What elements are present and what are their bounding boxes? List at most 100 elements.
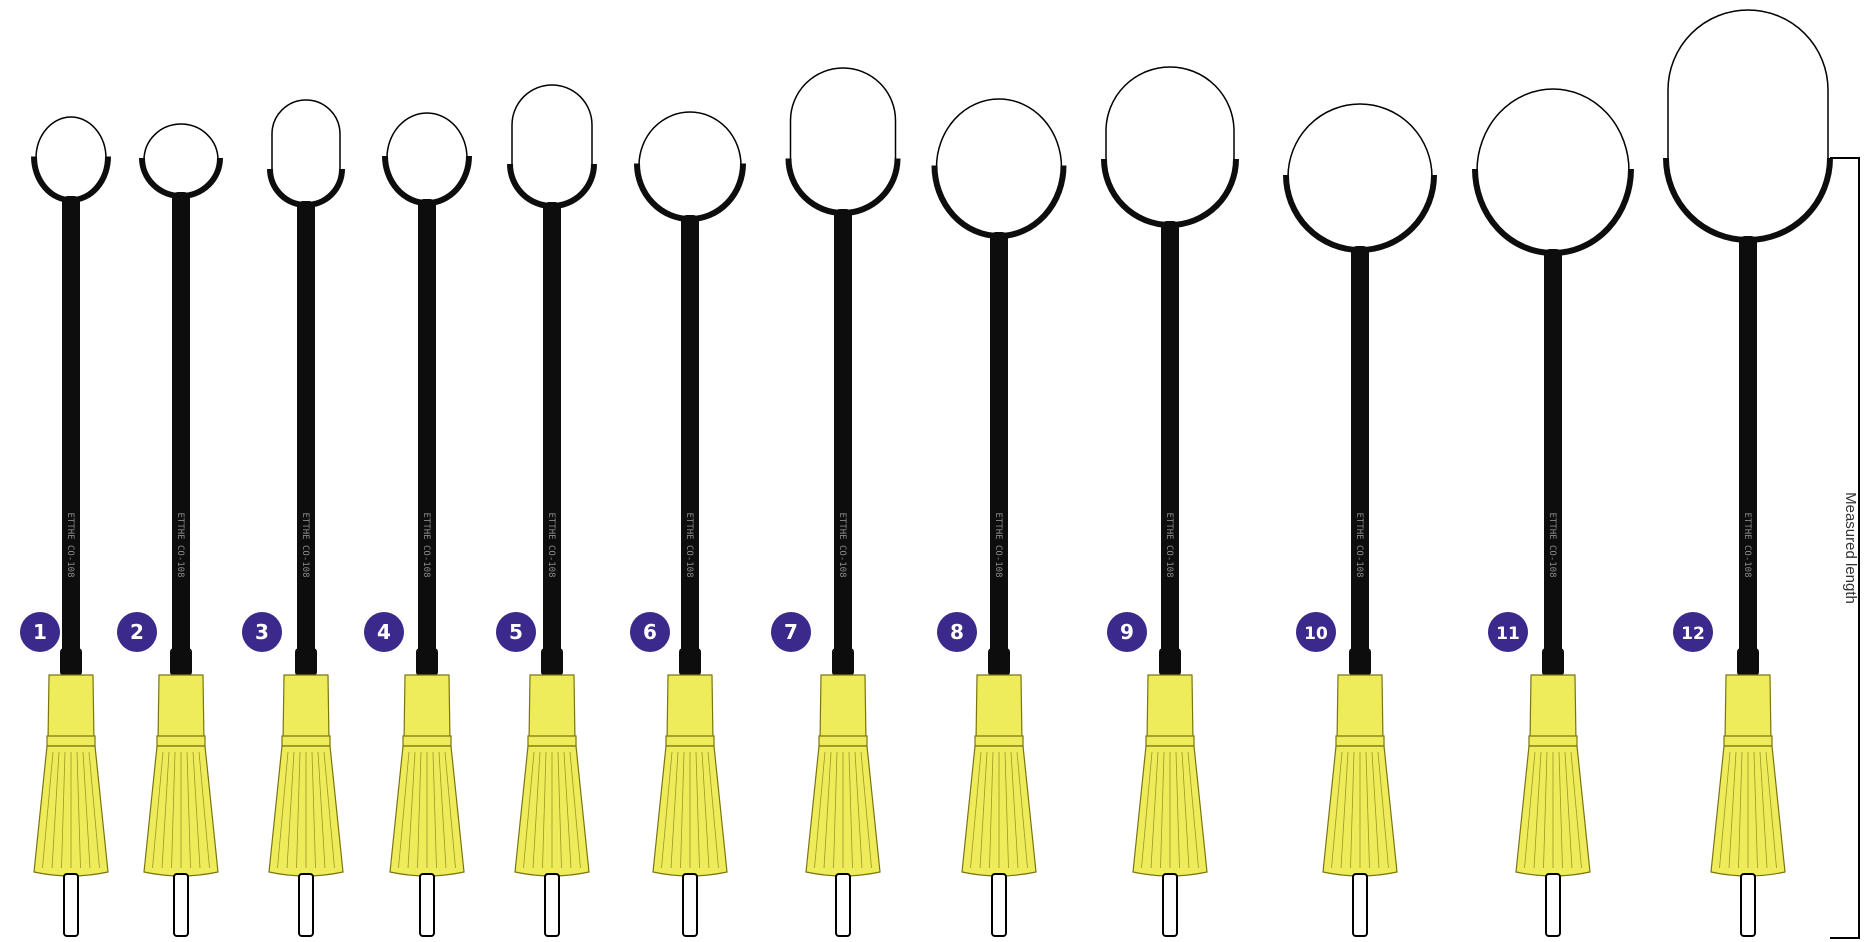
shaft-collar [832, 648, 854, 676]
grip-ridge [860, 751, 872, 869]
grip-ridge [1365, 751, 1370, 869]
number-badge-text: 8 [950, 620, 964, 644]
connector-pin [682, 873, 698, 937]
shaft-marking: ETTHE CO-108 [1164, 512, 1174, 577]
grip-ridge [1340, 751, 1349, 869]
handle-neck [666, 674, 714, 743]
grip-ridge [61, 751, 66, 869]
number-badge [1673, 612, 1713, 652]
handle-neck [157, 674, 205, 743]
number-badge [1296, 612, 1336, 652]
shaft-marking: ETTHE CO-108 [546, 512, 556, 577]
shaft-collar [541, 648, 563, 676]
handle-ring [665, 735, 715, 747]
handle-ring [1723, 735, 1773, 747]
grip-ridge [1543, 751, 1548, 869]
loop-insulation [31, 156, 111, 203]
handle-ring [46, 735, 96, 747]
measured-length-label: Measured length [1842, 492, 1859, 604]
handle-neck [47, 674, 95, 743]
grip-ridge [1533, 751, 1542, 869]
connector-pin [298, 873, 314, 937]
grip-ridge [42, 751, 54, 869]
shaft-collar [1159, 648, 1181, 676]
electrode-5: ETTHE CO-108 5 [496, 84, 597, 937]
handle-neck [1724, 674, 1772, 743]
grip-ridge [1181, 751, 1190, 869]
grip-ridge [186, 751, 191, 869]
connector-pin [63, 873, 79, 937]
loop-insulation [139, 157, 223, 199]
grip-ridge [569, 751, 581, 869]
number-badge [630, 612, 670, 652]
grip-ridge [1377, 751, 1389, 869]
shaft [297, 201, 315, 675]
grip-ridge [701, 751, 710, 869]
loop-insulation [382, 155, 472, 206]
loop-insulation [1283, 174, 1437, 253]
grip-ridge [848, 751, 853, 869]
handle-neck [403, 674, 451, 743]
handle-ring [527, 735, 577, 747]
loop-insulation [634, 163, 746, 222]
number-badge-text: 5 [509, 620, 523, 644]
handle-ring [974, 735, 1024, 747]
connector-pin [1740, 873, 1756, 937]
shaft-collar [295, 648, 317, 676]
shaft-marking: ETTHE CO-108 [175, 512, 185, 577]
grip-ridge [198, 751, 210, 869]
electrode-2: ETTHE CO-108 2 [117, 123, 223, 937]
shaft-marking: ETTHE CO-108 [65, 512, 75, 577]
loop-insulation [1472, 168, 1634, 256]
grip-ridge [1564, 751, 1573, 869]
shaft [1739, 236, 1757, 675]
grip-ridge [277, 751, 289, 869]
shaft [62, 196, 80, 675]
number-badge [20, 612, 60, 652]
grip-ridge [88, 751, 100, 869]
grip-ridge [438, 751, 447, 869]
grip-ridge [979, 751, 988, 869]
connector-pin [991, 873, 1007, 937]
number-badge-text: 10 [1304, 624, 1328, 644]
grip-ridge [1187, 751, 1199, 869]
shaft-collar [60, 648, 82, 676]
handle-neck [819, 674, 867, 743]
shaft [1161, 221, 1179, 675]
handle-neck [1336, 674, 1384, 743]
grip-ridge [1175, 751, 1180, 869]
shaft-marking: ETTHE CO-108 [421, 512, 431, 577]
grip-ridge [296, 751, 301, 869]
number-badge-text: 2 [130, 620, 144, 644]
grip-ridge [989, 751, 994, 869]
connector-pin [419, 873, 435, 937]
grip-ridge [398, 751, 410, 869]
shaft [418, 199, 436, 675]
grip-ridge [1728, 751, 1737, 869]
connector-pin [1545, 873, 1561, 937]
shaft-collar [170, 648, 192, 676]
measurement-bracket-line [1830, 157, 1860, 939]
grip-ridge [1160, 751, 1165, 869]
grip-ridge [680, 751, 685, 869]
grip-ridge [854, 751, 863, 869]
shaft-collar [679, 648, 701, 676]
handle-ring [156, 735, 206, 747]
shaft-marking: ETTHE CO-108 [1547, 512, 1557, 577]
electrode-9: ETTHE CO-108 9 [1101, 66, 1239, 937]
grip-ridge [523, 751, 535, 869]
number-badge [1488, 612, 1528, 652]
number-badge-text: 9 [1120, 620, 1134, 644]
shaft-collar [988, 648, 1010, 676]
handle-neck [282, 674, 330, 743]
grip-ridge [707, 751, 719, 869]
number-badge-text: 3 [255, 620, 269, 644]
grip-ridge [432, 751, 437, 869]
connector-pin [1162, 873, 1178, 937]
